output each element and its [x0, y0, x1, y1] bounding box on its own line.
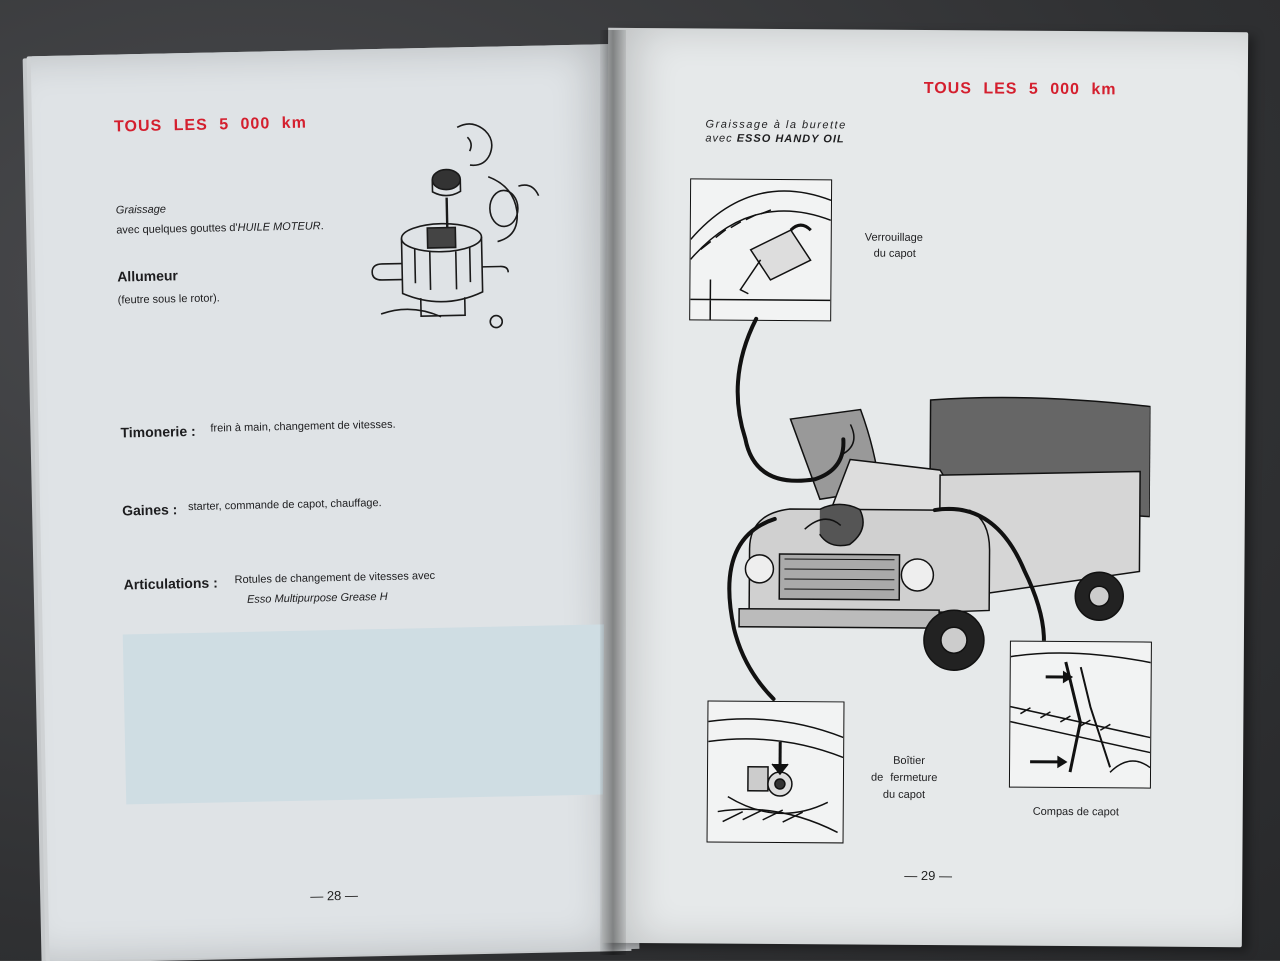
distributor-illustration: [367, 116, 546, 335]
hood-latch-icon: [708, 718, 844, 834]
graissage-detail-suffix: .: [320, 220, 324, 233]
boitier-line3: du capot: [882, 788, 926, 802]
right-page-number: — 29 —: [904, 867, 953, 884]
articulations-label: Articulations :: [123, 574, 218, 593]
boitier-line1: Boîtier: [893, 754, 925, 768]
pickup-truck-illustration: [729, 389, 1152, 692]
graissage-label: Graissage: [115, 203, 167, 217]
gaines-detail: starter, commande de capot, chauffage.: [187, 497, 382, 514]
boitier-connector: [727, 516, 777, 701]
left-page: TOUS LES 5 000 km Graissage avec quelque…: [30, 43, 640, 961]
boitier-line2: de fermeture: [870, 771, 938, 785]
blank-panel: [122, 624, 627, 805]
hood-lock-icon: [690, 190, 832, 320]
compas-connector: [932, 507, 1046, 643]
compas-label: Compas de capot: [1032, 805, 1119, 819]
timonerie-label: Timonerie :: [120, 422, 196, 441]
left-page-number: — 28 —: [310, 887, 359, 904]
graissage-detail-prefix: avec quelques gouttes d': [116, 221, 238, 237]
connector-lines: [727, 316, 1046, 701]
articulations-grease: Esso Multipurpose Grease H: [246, 590, 388, 606]
allumeur-label: Allumeur: [117, 267, 179, 285]
hood-lock-illustration: [689, 178, 833, 322]
distributor-icon: [371, 123, 540, 329]
hood-latch-illustration: [706, 700, 845, 844]
articulations-detail: Rotules de changement de vitesses avec: [234, 569, 436, 587]
hood-stay-illustration: [1008, 640, 1152, 789]
verrouillage-connector: [735, 316, 846, 483]
gaines-label: Gaines :: [121, 501, 178, 519]
book-spine: [600, 30, 626, 955]
allumeur-detail: (feutre sous le rotor).: [117, 292, 220, 307]
hood-stay-icon: [1010, 652, 1151, 773]
right-page: TOUS LES 5 000 km Graissage à la burette…: [601, 27, 1249, 948]
left-page-heading: TOUS LES 5 000 km: [113, 114, 308, 136]
timonerie-detail: frein à main, changement de vitesses.: [210, 418, 396, 435]
graissage-detail: avec quelques gouttes d'HUILE MOTEUR.: [116, 220, 324, 236]
pickup-truck-icon: [738, 396, 1152, 671]
graissage-oil-name: HUILE MOTEUR: [237, 220, 321, 234]
